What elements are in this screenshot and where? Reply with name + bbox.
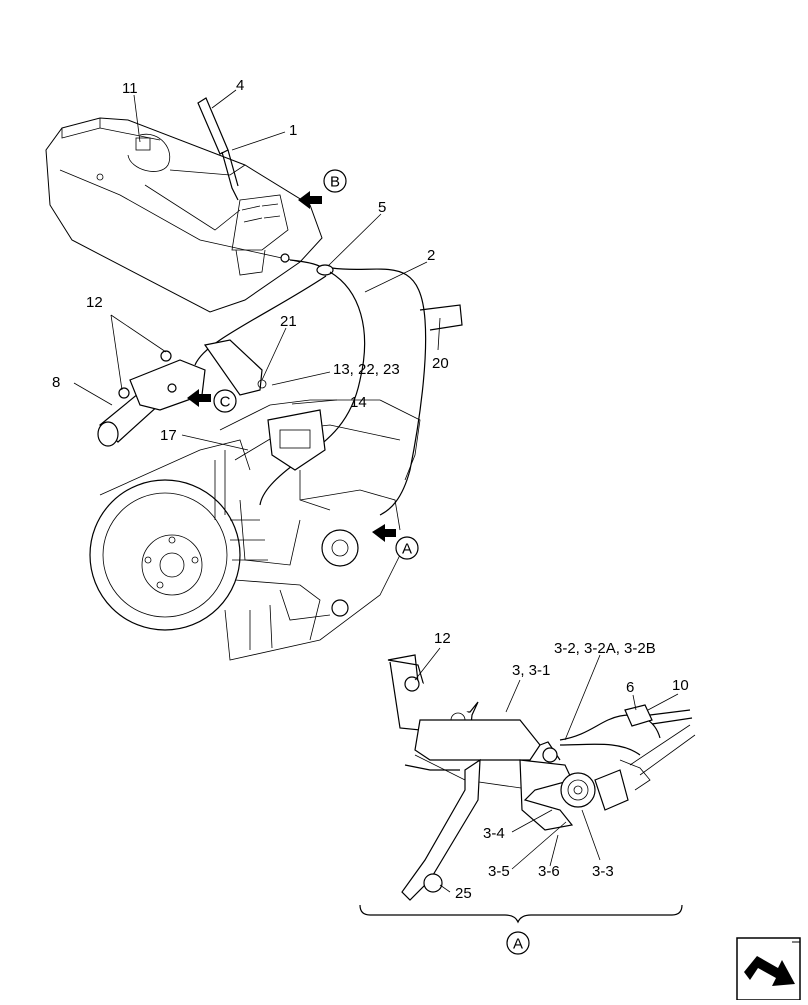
callout-3-5: 3-5 xyxy=(488,863,510,880)
callout-20: 20 xyxy=(432,355,449,372)
detail-marker-a: A xyxy=(513,936,523,953)
view-arrow-a xyxy=(372,524,419,560)
callout-5: 5 xyxy=(378,199,386,216)
callout-1: 1 xyxy=(289,122,297,139)
callout-13-22-23: 13, 22, 23 xyxy=(333,361,400,378)
callout-3-3: 3-3 xyxy=(592,863,614,880)
view-letter-c: C xyxy=(220,394,231,411)
callout-2: 2 xyxy=(427,247,435,264)
callout-12-detail: 12 xyxy=(434,630,451,647)
callout-3-3-1: 3, 3-1 xyxy=(512,662,550,679)
callout-17: 17 xyxy=(160,427,177,444)
callout-21: 21 xyxy=(280,313,297,330)
view-arrow-c xyxy=(187,389,237,413)
callout-6: 6 xyxy=(626,679,634,696)
callout-10: 10 xyxy=(672,677,689,694)
callout-11: 11 xyxy=(122,80,138,97)
page-turn-arrow-icon[interactable] xyxy=(736,937,801,1001)
detail-view-a xyxy=(387,654,696,901)
throttle-actuator xyxy=(97,339,267,447)
callout-14: 14 xyxy=(350,394,367,411)
view-letter-a: A xyxy=(402,541,412,558)
engine-assembly xyxy=(89,399,421,661)
callout-8: 8 xyxy=(52,374,60,391)
view-letter-b: B xyxy=(330,174,340,191)
leader-lines xyxy=(73,89,679,893)
callout-3-4: 3-4 xyxy=(483,825,505,842)
detail-bracket xyxy=(359,904,683,924)
callout-25: 25 xyxy=(455,885,472,902)
detail-marker-circle xyxy=(506,931,530,955)
callout-3-2: 3-2, 3-2A, 3-2B xyxy=(554,640,656,657)
callout-4: 4 xyxy=(236,77,244,94)
control-console xyxy=(45,97,323,313)
control-cables xyxy=(194,259,463,516)
callout-3-6: 3-6 xyxy=(538,863,560,880)
callout-12-top: 12 xyxy=(86,294,103,311)
view-arrow-b xyxy=(298,169,347,209)
